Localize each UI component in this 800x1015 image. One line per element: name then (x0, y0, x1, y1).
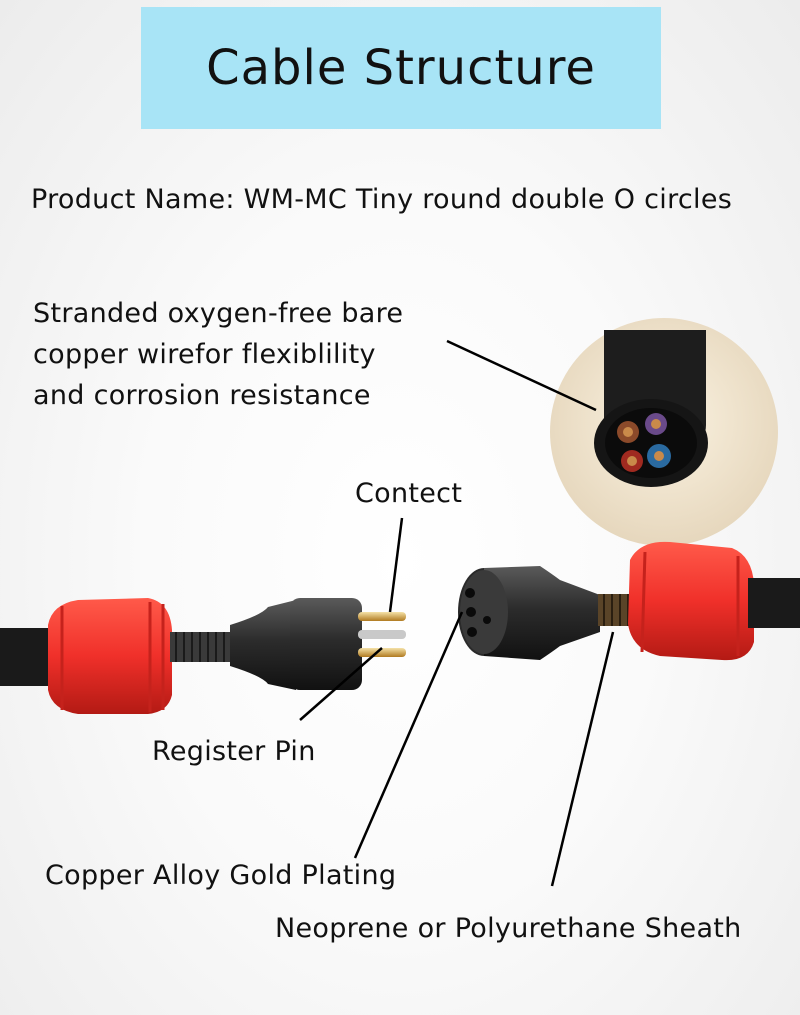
right-red-nut (628, 541, 754, 661)
sheath-leader-line (550, 631, 615, 887)
register-pin-callout-label: Register Pin (152, 736, 316, 767)
gold-pins (358, 612, 406, 657)
wire-callout-label: Stranded oxygen-free bare copper wirefor… (33, 298, 404, 411)
plating-leader-line (353, 611, 464, 859)
page-title: Cable Structure (206, 40, 596, 96)
left-red-nut (48, 598, 172, 714)
contact-callout-label: Contect (355, 478, 463, 509)
product-name-label: Product Name: WM-MC Tiny round double O … (31, 184, 733, 215)
register-pin-leader-line (299, 647, 383, 721)
right-socket (458, 566, 600, 660)
wire-leader-line (446, 339, 597, 412)
left-plug-body (290, 598, 362, 690)
title-banner: Cable Structure (141, 7, 661, 129)
contact-leader-line (388, 517, 404, 613)
cable-cross-section-inset (550, 318, 778, 546)
right-cable (748, 578, 800, 628)
left-boot (230, 600, 296, 690)
plating-callout-label: Copper Alloy Gold Plating (45, 860, 397, 891)
sheath-callout-label: Neoprene or Polyurethane Sheath (275, 913, 742, 944)
